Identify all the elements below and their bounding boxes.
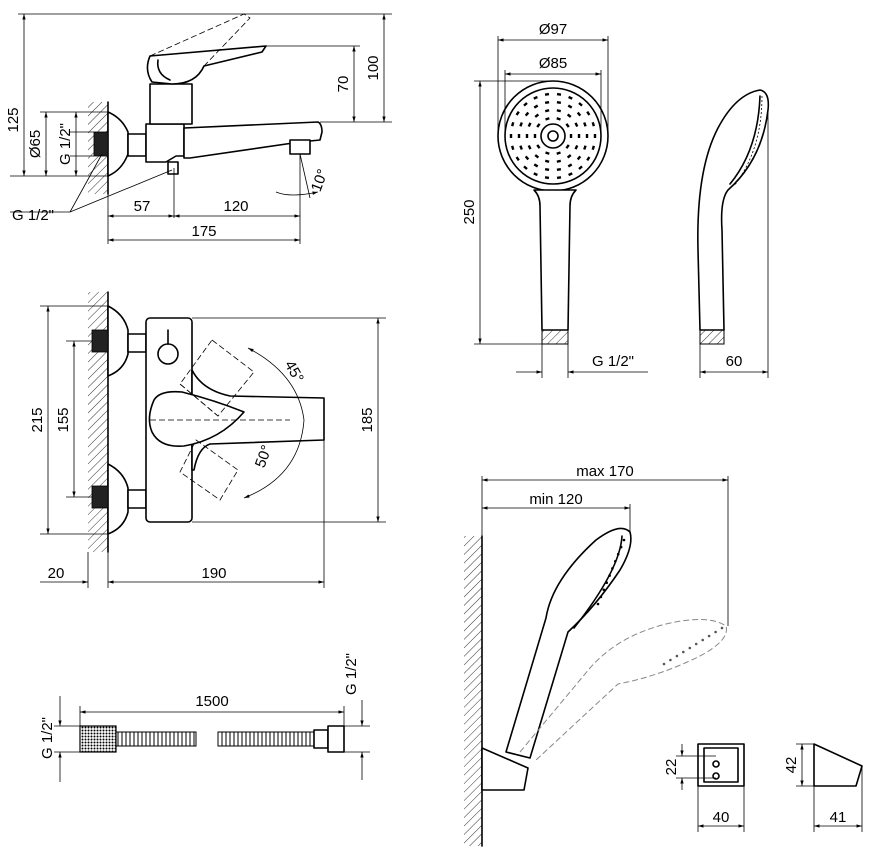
dim-22: 22 <box>663 759 680 776</box>
hand-shower-front <box>474 36 648 378</box>
dim-125: 125 <box>5 107 22 132</box>
shower-nozzles <box>509 92 597 180</box>
shower-upright <box>505 527 632 759</box>
dim-175: 175 <box>191 223 216 240</box>
shower-hose <box>54 696 370 782</box>
dim-185: 185 <box>359 407 376 432</box>
dim-120: 120 <box>223 198 248 215</box>
dim-1500: 1500 <box>195 693 228 710</box>
thread-side-label: G 1/2" <box>57 123 74 165</box>
hose-nut-right <box>327 725 345 753</box>
dim-42: 42 <box>783 757 800 774</box>
holder-detail-side <box>796 743 863 832</box>
dim-60: 60 <box>726 353 743 370</box>
shower-thread-label: G 1/2" <box>592 353 634 370</box>
dim-215: 215 <box>29 407 46 432</box>
shower-handle <box>533 189 577 331</box>
lever-top <box>148 390 245 448</box>
cartridge-housing <box>149 83 193 125</box>
side-thread <box>699 329 725 345</box>
shower-side-body <box>697 89 770 331</box>
angle-50: 50° <box>252 443 276 470</box>
inlet-thread <box>93 131 109 157</box>
hose-thread-left: G 1/2" <box>39 717 56 759</box>
dim-41: 41 <box>830 809 847 826</box>
mixer-lever <box>146 45 267 85</box>
dim-85: Ø85 <box>539 55 567 72</box>
angle-45: 45° <box>281 358 307 386</box>
shower-in-holder <box>464 476 729 847</box>
shower-head-outer <box>497 80 609 192</box>
angle-10: 10° <box>308 167 332 194</box>
dim-190: 190 <box>201 565 226 582</box>
holder-front <box>697 743 745 787</box>
hand-shower-side <box>697 89 770 378</box>
mixer-flange <box>107 111 129 177</box>
shower-thread <box>541 329 569 345</box>
dim-65: Ø65 <box>27 130 44 158</box>
holder-detail-front <box>676 743 745 832</box>
hose-nut-left <box>79 725 117 753</box>
mixer-spout <box>183 121 323 159</box>
wall-holder <box>481 747 529 791</box>
wall-hatch-holder <box>464 536 482 846</box>
holder-side <box>813 743 863 787</box>
thread-callout: G 1/2" <box>12 207 54 224</box>
spout-aerator <box>289 139 311 155</box>
dim-250: 250 <box>461 199 478 224</box>
dim-min-120: min 120 <box>529 491 582 508</box>
dim-97: Ø97 <box>539 21 567 38</box>
mixer-top-view <box>40 291 386 588</box>
mixer-body <box>145 123 185 163</box>
dim-max-170: max 170 <box>576 463 634 480</box>
dim-40: 40 <box>713 809 730 826</box>
dim-57: 57 <box>134 198 151 215</box>
dim-155: 155 <box>55 407 72 432</box>
mixer-side-view <box>10 13 392 244</box>
hose-thread-right: G 1/2" <box>343 653 360 695</box>
dim-70: 70 <box>335 76 352 93</box>
dim-20: 20 <box>48 565 65 582</box>
dim-100: 100 <box>365 55 382 80</box>
